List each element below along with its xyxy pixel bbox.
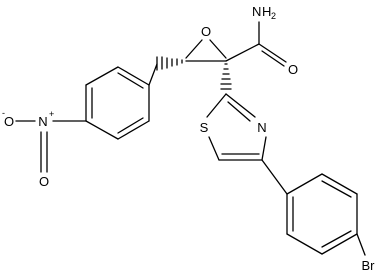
bond-carbonyl-o-1: [258, 43, 287, 63]
nitro-nitrogen-charge: +: [49, 109, 54, 119]
amide-hydrogen-count: 2: [271, 11, 276, 21]
thiazole-bond-c2-s: [206, 93, 227, 118]
bond-carbonyl-o-2: [261, 50, 285, 67]
nitrophenyl-bond-5: [117, 120, 150, 140]
hashed-wedge-bond-c2-aryl: [156, 56, 183, 71]
bond-aryl-bromine: [356, 233, 366, 256]
bond-c1-carbonyl: [225, 43, 260, 62]
bromophenyl-bond-5: [286, 233, 323, 255]
amide-hydrogen-label: H: [262, 4, 271, 19]
amide-nitrogen-label: N: [252, 4, 261, 19]
bromophenyl-bond-2: [321, 173, 358, 195]
bromophenyl-double-1: [321, 180, 352, 198]
hashed-wedge-bond-c1-thiazole: [220, 63, 232, 90]
carbonyl-oxygen-label: O: [288, 62, 298, 77]
nitro-oxygen-charge: -: [2, 108, 5, 118]
epoxide-bond-o-c2: [185, 39, 203, 59]
nitro-nitrogen-label: N: [38, 114, 47, 129]
thiazole-bond-n-c2: [225, 93, 256, 118]
thiazole-bond-s-c5: [208, 136, 220, 161]
nitro-oxygen-minus-label: O: [4, 114, 14, 129]
thiazole-bond-c4-n: [261, 136, 267, 161]
nitrophenyl-double-3: [117, 117, 144, 134]
thiazole-bond-n-c2-double: [227, 101, 251, 122]
nitrophenyl-bond-2: [85, 66, 119, 86]
bromophenyl-bond-1: [286, 173, 323, 195]
nitrophenyl-bond-4: [85, 120, 119, 140]
bond-thiazole-bromophenyl: [261, 159, 288, 195]
bromophenyl-double-2: [321, 230, 352, 248]
nitrophenyl-bond-1: [117, 66, 150, 86]
bond-aryl-to-epoxide: [148, 63, 158, 86]
nitro-oxygen-label: O: [39, 174, 49, 189]
bromophenyl-bond-4: [321, 233, 358, 255]
epoxide-bond-o-c1: [209, 39, 227, 59]
epoxide-oxygen-label: O: [201, 24, 211, 39]
bromine-label: Br: [362, 258, 376, 273]
thiazole-sulfur-label: S: [200, 120, 209, 135]
thiazole-nitrogen-label: N: [257, 120, 266, 135]
nitrophenyl-double-1: [117, 72, 144, 89]
